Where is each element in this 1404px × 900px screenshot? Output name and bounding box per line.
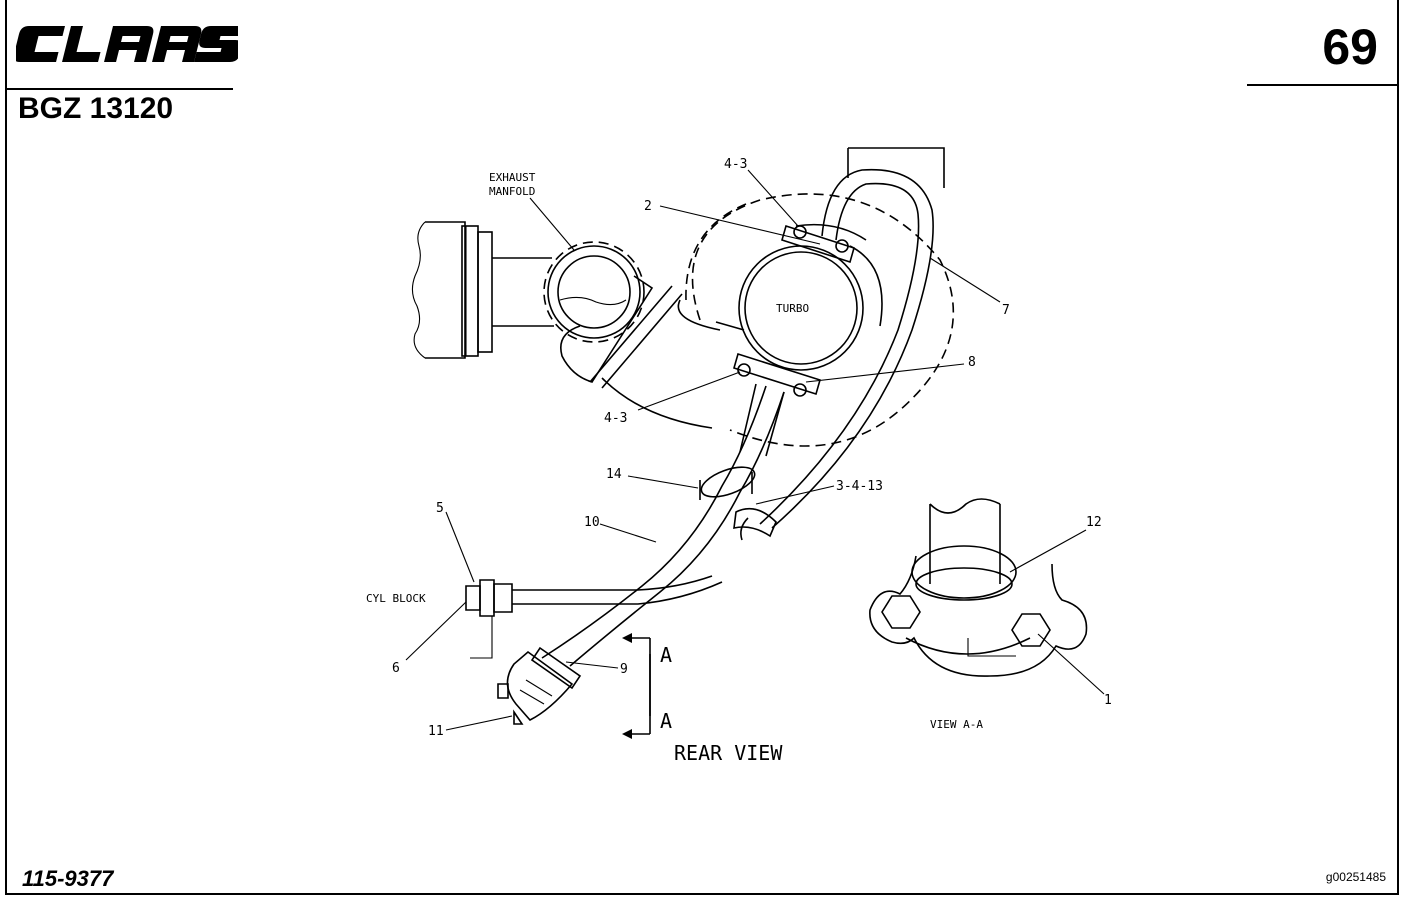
label-section-a-top: A xyxy=(660,643,672,667)
callout-9: 9 xyxy=(620,662,628,677)
label-turbo: TURBO xyxy=(776,302,809,315)
header-rule-left xyxy=(5,88,233,90)
image-id: g00251485 xyxy=(1325,870,1386,884)
drain-elbow xyxy=(497,646,582,725)
callout-10: 10 xyxy=(584,515,600,530)
callout-6: 6 xyxy=(392,661,400,676)
callout-11: 11 xyxy=(428,724,444,739)
label-exhaust: EXHAUST xyxy=(489,171,536,184)
callout-4-3-bottom: 4-3 xyxy=(604,411,627,426)
page-number: 69 xyxy=(1322,19,1378,75)
callout-5: 5 xyxy=(436,501,444,516)
callout-8: 8 xyxy=(968,355,976,370)
label-rear-view: REAR VIEW xyxy=(674,741,783,765)
page-frame xyxy=(5,0,1399,895)
oil-drain-tube xyxy=(541,383,785,667)
label-manifold: MANFOLD xyxy=(489,185,535,198)
part-number: 115-9377 xyxy=(22,866,114,891)
callout-2: 2 xyxy=(644,199,652,214)
cyl-block-fitting xyxy=(465,575,723,659)
turbocharger xyxy=(677,193,955,447)
callout-12: 12 xyxy=(1086,515,1102,530)
callout-7: 7 xyxy=(1002,303,1010,318)
callout-3-4-13: 3-4-13 xyxy=(836,479,883,494)
view-aa-detail xyxy=(869,498,1088,677)
section-marker-aa xyxy=(622,633,651,739)
claas-logo xyxy=(16,26,238,62)
document-code: BGZ 13120 xyxy=(18,92,174,125)
label-section-a-bottom: A xyxy=(660,709,672,733)
callout-leaders xyxy=(405,169,1105,731)
callout-1: 1 xyxy=(1104,693,1112,708)
callout-14: 14 xyxy=(606,467,622,482)
label-view-aa: VIEW A-A xyxy=(930,718,983,731)
oil-supply-tube xyxy=(759,147,945,529)
label-cyl-block: CYL BLOCK xyxy=(366,592,426,605)
exhaust-manifold xyxy=(411,221,713,429)
header-rule-right xyxy=(1247,84,1399,86)
callout-4-3-top: 4-3 xyxy=(724,157,747,172)
